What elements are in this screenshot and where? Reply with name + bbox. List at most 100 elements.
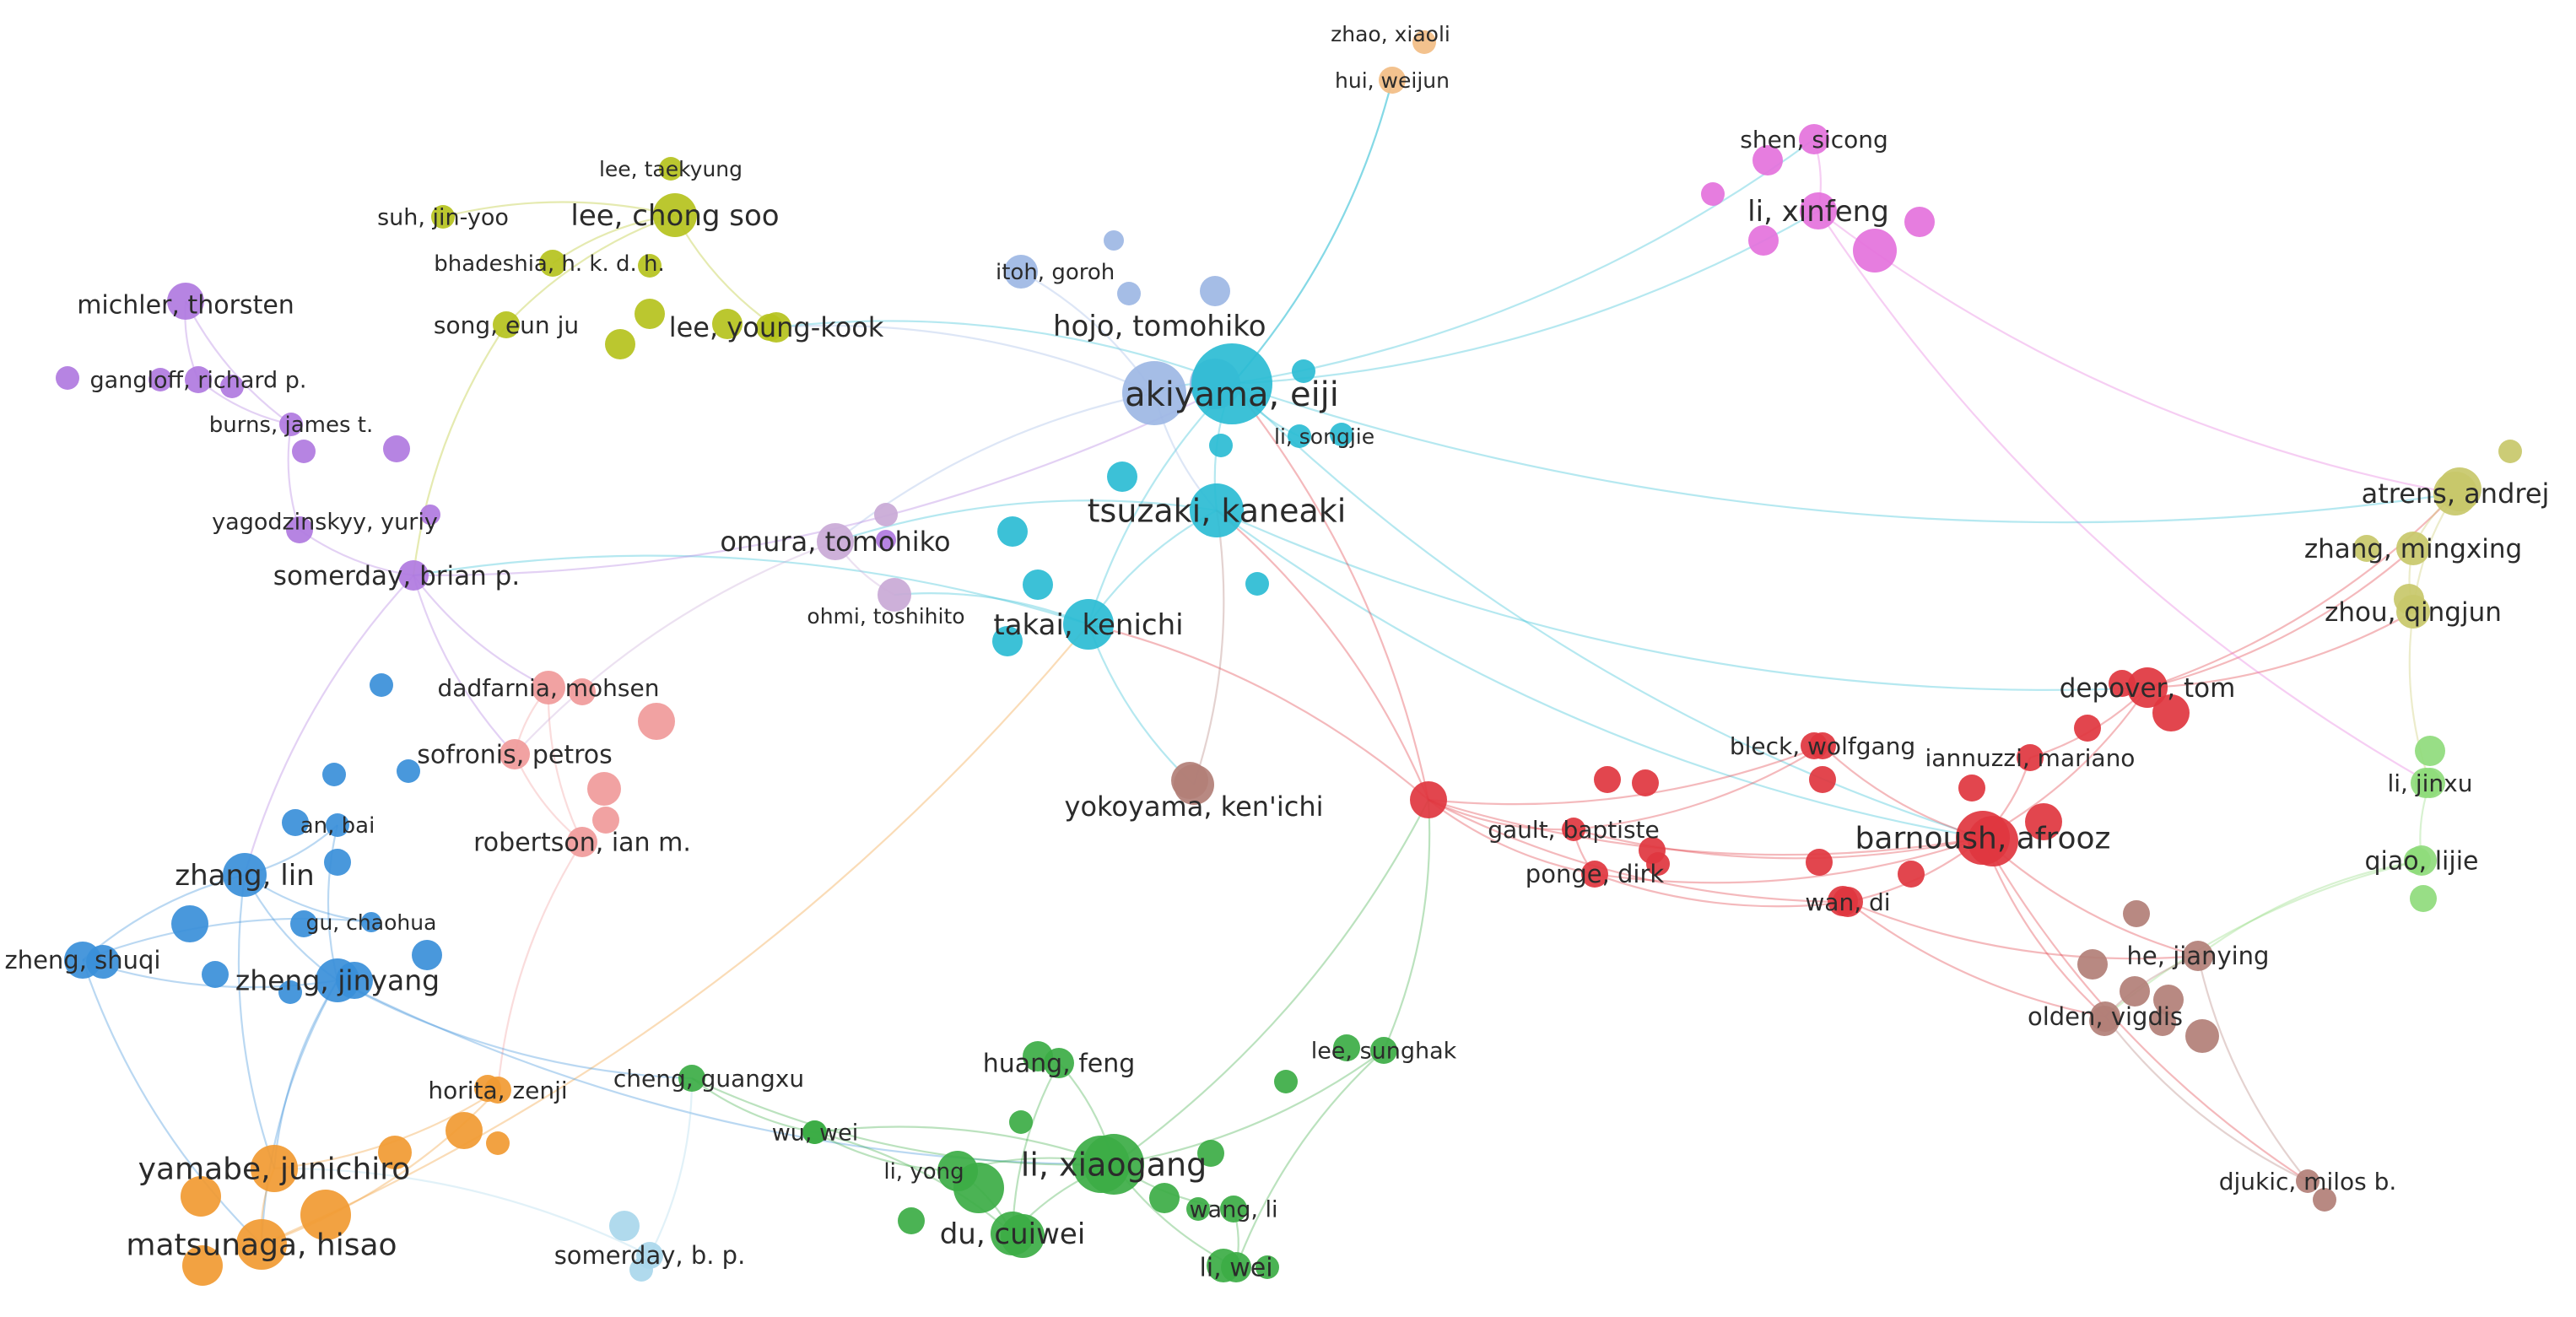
author-node-robertson[interactable] — [567, 827, 597, 857]
author-node-olden[interactable] — [2090, 1001, 2120, 1032]
author-label-omura: omura, tomohiko — [720, 526, 950, 558]
author-node-huangfeng[interactable] — [1044, 1048, 1074, 1078]
author-node-yamabe[interactable] — [251, 1145, 298, 1192]
link-77 — [1428, 799, 1849, 904]
author-node-guchaohua[interactable] — [361, 912, 381, 932]
author-node-michler[interactable] — [167, 283, 204, 320]
link-31 — [185, 300, 292, 425]
author-node-somerdaybp[interactable] — [636, 1242, 663, 1269]
author-label-anbai: an, bai — [300, 813, 375, 839]
author-node-takai[interactable] — [1063, 599, 1114, 650]
author-node-sofronis[interactable] — [500, 739, 530, 769]
member-node-34 — [282, 809, 309, 836]
author-node-lijinxu[interactable] — [2415, 768, 2445, 798]
author-node-bhadeshia[interactable] — [539, 250, 566, 277]
member-node-36 — [324, 849, 351, 876]
link-44 — [327, 824, 339, 981]
member-node-82 — [1646, 852, 1670, 876]
author-label-itoh: itoh, goroh — [996, 260, 1115, 285]
author-node-burns[interactable] — [279, 413, 303, 436]
author-node-liwei[interactable] — [1221, 1252, 1251, 1282]
link-106 — [2196, 955, 2309, 1182]
member-node-5 — [1107, 461, 1137, 492]
author-node-anbai[interactable] — [326, 813, 349, 837]
author-node-zhangmingxing[interactable] — [2396, 532, 2430, 565]
link-95 — [2147, 548, 2414, 689]
author-label-olden: olden, vigdis — [2028, 1002, 2183, 1031]
link-68 — [1011, 1062, 1060, 1234]
link-87 — [1594, 872, 1849, 908]
link-45 — [82, 917, 372, 962]
link-26 — [412, 324, 507, 576]
author-node-ohmi[interactable] — [878, 578, 911, 612]
member-node-37 — [290, 910, 317, 937]
author-node-lixiaogang[interactable] — [1083, 1134, 1144, 1195]
author-node-matsunaga[interactable] — [236, 1219, 287, 1270]
author-node-lisongjie[interactable] — [1288, 424, 1311, 448]
author-node-qiaolijie[interactable] — [2406, 845, 2437, 876]
author-node-wandi[interactable] — [1833, 887, 1863, 917]
author-node-barnoush[interactable] — [1956, 811, 2010, 865]
author-node-ponge[interactable] — [1581, 861, 1608, 888]
author-node-zhouqingjun[interactable] — [2396, 595, 2430, 629]
author-node-suhjinyoo[interactable] — [431, 205, 455, 229]
author-node-itoh[interactable] — [1004, 255, 1038, 289]
author-label-barnoush: barnoush, afrooz — [1855, 822, 2111, 856]
author-node-dadfarnia[interactable] — [532, 671, 565, 704]
link-8 — [1231, 79, 1394, 385]
link-74 — [1428, 799, 1596, 876]
author-node-leesunghak[interactable] — [1370, 1037, 1397, 1064]
author-label-ducuiwei: du, cuiwei — [940, 1217, 1086, 1251]
author-node-leetaekyung[interactable] — [659, 157, 683, 181]
author-node-huiweijun[interactable] — [1379, 67, 1406, 94]
author-node-songeunju[interactable] — [493, 311, 520, 338]
author-node-lixinfeng[interactable] — [1800, 192, 1837, 229]
member-node-35 — [171, 905, 208, 942]
author-node-depover[interactable] — [2127, 667, 2168, 708]
author-node-iannuzzi[interactable] — [2017, 744, 2044, 771]
author-node-hejianying[interactable] — [2183, 941, 2213, 971]
link-108 — [1847, 900, 2199, 960]
author-label-zhouqingjun: zhou, qingjun — [2325, 597, 2502, 628]
member-node-28 — [876, 530, 896, 550]
link-46 — [273, 980, 338, 1169]
author-node-chengguangxu[interactable] — [678, 1065, 705, 1092]
author-node-zhaoxiaoli[interactable] — [1412, 30, 1436, 54]
author-node-gault[interactable] — [1562, 818, 1585, 841]
link-23 — [505, 213, 676, 326]
author-node-djukic[interactable] — [2296, 1169, 2319, 1193]
author-node-yagodzinskyy[interactable] — [286, 516, 313, 543]
member-node-15 — [1701, 182, 1725, 206]
author-node-wangli[interactable] — [1220, 1196, 1247, 1223]
member-node-46 — [592, 807, 619, 834]
author-node-somerdaybrian[interactable] — [398, 560, 429, 591]
author-node-akiyama[interactable] — [1191, 343, 1272, 424]
link-114 — [514, 540, 836, 755]
link-12 — [1216, 509, 2148, 691]
member-node-76 — [2025, 803, 2062, 840]
author-node-wuwei[interactable] — [803, 1120, 827, 1144]
author-node-leechongsoo[interactable] — [653, 193, 697, 237]
author-node-zhanglin[interactable] — [223, 853, 267, 897]
author-node-gangloff[interactable] — [185, 366, 212, 393]
author-label-tsuzaki: tsuzaki, kaneaki — [1088, 492, 1347, 529]
link-47 — [260, 980, 338, 1245]
author-node-ducuiwei[interactable] — [991, 1212, 1034, 1255]
author-node-liyong[interactable] — [937, 1151, 978, 1191]
author-node-hojo[interactable] — [1122, 361, 1186, 425]
author-node-atrens[interactable] — [2433, 472, 2477, 515]
author-node-horita[interactable] — [484, 1077, 511, 1104]
author-node-yokoyama[interactable] — [1174, 764, 1214, 805]
author-node-zhengjinyang[interactable] — [316, 958, 359, 1002]
link-49 — [81, 959, 262, 1245]
author-label-ohmi: ohmi, toshihito — [807, 604, 964, 629]
author-label-qiaolijie: qiao, lijie — [2365, 847, 2479, 877]
author-node-omura[interactable] — [817, 523, 854, 560]
author-node-leeyoungkook[interactable] — [761, 312, 791, 343]
author-node-shensicong[interactable] — [1799, 124, 1829, 154]
author-node-bleck[interactable] — [1809, 732, 1836, 759]
link-66 — [814, 1131, 1013, 1234]
member-node-96 — [2120, 976, 2150, 1007]
author-node-zhengshuqi[interactable] — [64, 942, 101, 979]
author-node-tsuzaki[interactable] — [1190, 483, 1244, 537]
